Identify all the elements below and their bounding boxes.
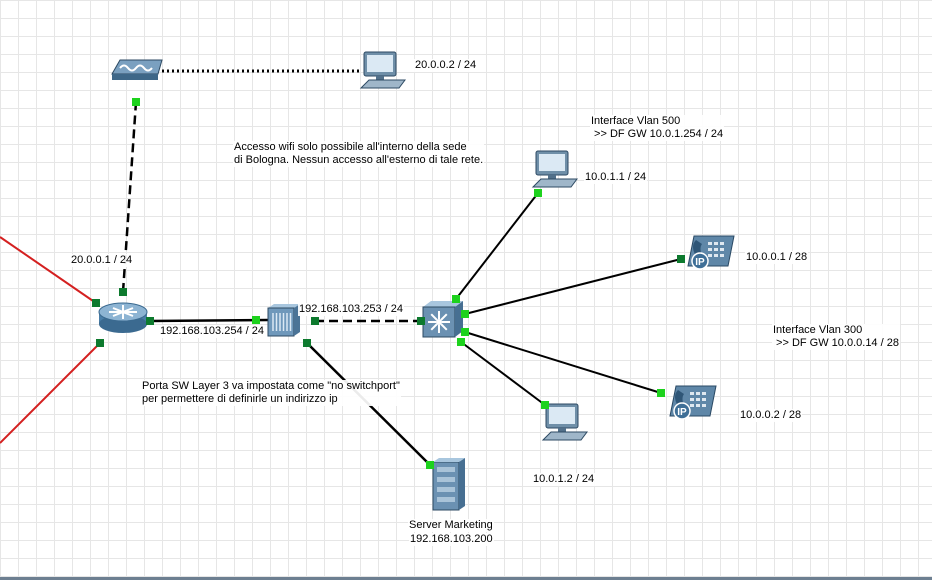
phone2-ip-label: 10.0.0.2 / 28	[739, 409, 803, 422]
wireless-pc-icon[interactable]	[359, 51, 406, 89]
pc1-ip-label: 10.0.1.1 / 24	[584, 171, 648, 184]
port-router-lan	[146, 317, 154, 325]
port-phone2	[657, 389, 665, 397]
port-l3-pc1	[452, 295, 460, 303]
link-router-switch[interactable]	[149, 318, 269, 323]
bottom-scrollbar[interactable]	[0, 577, 932, 580]
port-pc1	[534, 189, 542, 197]
svg-text:IP: IP	[677, 407, 687, 418]
vlan500-note: Interface Vlan 500 >> DF GW 10.0.1.254 /…	[590, 115, 725, 141]
port-switch-router	[252, 316, 260, 324]
port-switch-server	[303, 339, 311, 347]
access-point-icon[interactable]	[111, 59, 163, 80]
link-wan-upper[interactable]	[0, 236, 97, 304]
phone1-ip-label: 10.0.0.1 / 28	[745, 251, 809, 264]
svg-text:IP: IP	[695, 257, 705, 268]
wifi-note: Accesso wifi solo possibile all'interno …	[233, 141, 485, 167]
router-icon[interactable]	[98, 302, 148, 333]
port-ap	[132, 98, 140, 106]
link-l3-pc1[interactable]	[455, 192, 539, 300]
switch-icon[interactable]	[267, 304, 300, 337]
link-l3-phone1[interactable]	[464, 258, 682, 315]
port-pc2	[541, 401, 549, 409]
port-server	[426, 461, 434, 469]
link-l3-pc2[interactable]	[460, 341, 546, 406]
link-l3-phone2[interactable]	[464, 331, 662, 394]
l3-uplink-ip-label: 192.168.103.253 / 24	[298, 303, 404, 316]
link-wan-lower[interactable]	[0, 342, 101, 444]
port-l3-pc2	[457, 338, 465, 346]
server-marketing-icon[interactable]	[432, 458, 465, 511]
pc-vlan500-2-icon[interactable]	[541, 403, 588, 441]
router-lan-ip-label: 192.168.103.254 / 24	[159, 325, 265, 338]
router-wifi-ip-label: 20.0.0.1 / 24	[70, 254, 134, 267]
port-phone1	[677, 255, 685, 263]
port-l3-phone2	[461, 328, 469, 336]
port-l3-phone1	[461, 310, 469, 318]
multilayer-switch-icon[interactable]	[422, 301, 463, 338]
ip-phone-2-icon[interactable]: IP	[669, 385, 717, 420]
server-ip-label: 192.168.103.200	[409, 533, 494, 546]
port-router-wifi	[119, 288, 127, 296]
pc-vlan500-1-icon[interactable]	[531, 150, 578, 188]
port-router-wan-2	[96, 339, 104, 347]
port-router-wan-1	[92, 299, 100, 307]
ap-pc-ip-label: 20.0.0.2 / 24	[414, 59, 478, 72]
devices: IP IP	[98, 51, 735, 511]
port-switch-l3	[311, 317, 319, 325]
port-l3-uplink	[417, 317, 425, 325]
ip-phone-1-icon[interactable]: IP	[687, 235, 735, 270]
server-name-label: Server Marketing	[408, 519, 494, 532]
port-indicators	[92, 98, 685, 469]
pc2-ip-label: 10.0.1.2 / 24	[532, 473, 596, 486]
vlan300-note: Interface Vlan 300 >> DF GW 10.0.0.14 / …	[772, 324, 900, 350]
switchport-note: Porta SW Layer 3 va impostata come "no s…	[141, 380, 401, 406]
